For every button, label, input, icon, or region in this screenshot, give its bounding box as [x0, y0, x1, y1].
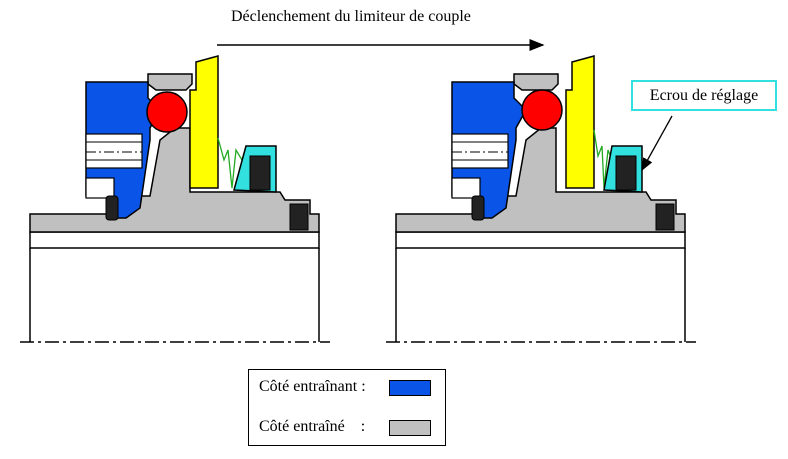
shaft-right	[386, 231, 696, 343]
keyway-right	[451, 133, 509, 199]
legend-driven-swatch	[389, 420, 431, 436]
legend-driven-label: Côté entraîné :	[259, 418, 366, 435]
ball-right	[521, 89, 563, 131]
nut-insert-right	[615, 155, 637, 191]
pin-right	[471, 195, 485, 221]
diagram-title: Déclenchement du limiteur de couple	[231, 8, 471, 25]
hub-collar-right	[513, 73, 559, 91]
seal-left	[289, 203, 309, 231]
ball-left	[146, 91, 188, 133]
nut-insert-left	[249, 155, 271, 191]
legend: Côté entraînant : Côté entraîné :	[248, 369, 446, 446]
assembly-disengaged	[386, 55, 696, 343]
pin-left	[105, 195, 119, 221]
keyway-left	[85, 133, 143, 199]
hub-collar-left	[147, 73, 193, 91]
adjusting-nut-callout: Ecrou de réglage	[631, 80, 777, 111]
assembly-engaged	[20, 55, 330, 343]
legend-driving-swatch	[389, 380, 431, 396]
callout-arrow	[641, 115, 673, 172]
seal-right	[655, 203, 675, 231]
legend-driving-label: Côté entraînant :	[259, 378, 366, 395]
pressure-plate-left	[189, 55, 219, 189]
pressure-plate-right	[565, 55, 595, 189]
shaft-left	[20, 231, 330, 343]
